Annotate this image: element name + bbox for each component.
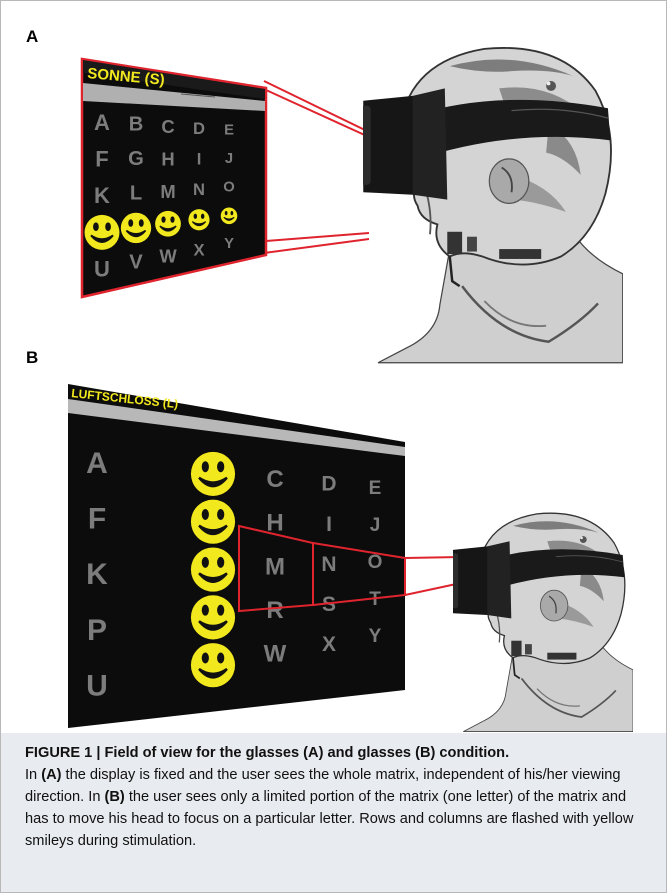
matrix-letter: E bbox=[369, 478, 382, 499]
matrix-letter: V bbox=[129, 251, 143, 273]
matrix-letter: L bbox=[130, 182, 142, 204]
matrix-letter: J bbox=[225, 151, 233, 167]
matrix-letter: E bbox=[224, 123, 234, 139]
caption-text: the display is fixed and the user sees t… bbox=[25, 767, 621, 805]
matrix-letter: M bbox=[265, 553, 285, 580]
matrix-letter: N bbox=[321, 553, 336, 576]
head-with-glasses-a bbox=[363, 46, 623, 364]
matrix-letter: P bbox=[87, 614, 107, 647]
matrix-letter: I bbox=[326, 513, 332, 536]
matrix-letter: K bbox=[94, 183, 110, 208]
view-line-top bbox=[265, 89, 370, 138]
matrix-letter: F bbox=[95, 147, 108, 172]
smiley-icon bbox=[189, 498, 237, 546]
matrix-letter: W bbox=[264, 641, 287, 668]
panel-a-title: SONNE (S) bbox=[87, 65, 166, 89]
matrix-letter: J bbox=[370, 515, 381, 536]
matrix-letter: R bbox=[266, 597, 283, 624]
panel-b-label: B bbox=[26, 348, 39, 367]
letter-grid-b: A C D E F H I J K M N O P R S T U W X Y bbox=[86, 447, 382, 702]
caption-ref-b: (B) bbox=[104, 789, 125, 805]
matrix-letter: Y bbox=[224, 236, 234, 252]
matrix-letter: C bbox=[161, 116, 174, 137]
matrix-letter: M bbox=[160, 181, 175, 202]
smiley-icon bbox=[189, 594, 237, 641]
display-b bbox=[68, 384, 405, 728]
head-with-glasses-b bbox=[453, 512, 633, 733]
matrix-letter: D bbox=[321, 473, 336, 496]
matrix-letter: N bbox=[193, 180, 205, 199]
smiley-icon bbox=[189, 641, 237, 689]
view-line-bottom-2 bbox=[263, 238, 370, 254]
smiley-icon bbox=[119, 211, 153, 244]
matrix-letter: B bbox=[129, 114, 144, 136]
matrix-letter: A bbox=[94, 110, 110, 135]
matrix-letter: Y bbox=[369, 626, 382, 647]
matrix-letter: W bbox=[159, 246, 177, 267]
matrix-letter: O bbox=[368, 552, 383, 573]
smiley-icon bbox=[154, 210, 182, 238]
caption-ref-a: (A) bbox=[41, 767, 62, 783]
matrix-letter: K bbox=[86, 558, 108, 591]
matrix-letter: O bbox=[223, 179, 235, 195]
view-line-b-bottom bbox=[404, 582, 462, 596]
matrix-letter: D bbox=[193, 119, 205, 138]
matrix-letter: G bbox=[128, 148, 144, 170]
caption-text: the user sees only a limited portion of … bbox=[25, 789, 634, 849]
matrix-letter: X bbox=[322, 633, 336, 656]
caption-text: In bbox=[25, 767, 42, 783]
matrix-letter: C bbox=[266, 466, 283, 493]
matrix-letter: S bbox=[322, 593, 336, 616]
matrix-letter: H bbox=[161, 149, 174, 170]
matrix-letter: A bbox=[86, 447, 108, 480]
view-line-top-2 bbox=[263, 80, 370, 133]
figure-caption: FIGURE 1 | Field of view for the glasses… bbox=[1, 733, 666, 892]
matrix-letter: H bbox=[266, 510, 283, 537]
display-a-bar bbox=[83, 83, 265, 111]
matrix-letter: X bbox=[193, 241, 204, 260]
smiley-icon bbox=[189, 546, 237, 593]
matrix-letter: F bbox=[88, 503, 106, 536]
display-b-bar bbox=[68, 399, 405, 456]
smiley-icon bbox=[189, 450, 237, 498]
view-line-bottom bbox=[265, 232, 370, 242]
panel-a-label: A bbox=[26, 27, 39, 46]
matrix-letter: T bbox=[369, 589, 381, 610]
matrix-letter: U bbox=[94, 257, 110, 282]
caption-body: In (A) the display is fixed and the user… bbox=[25, 764, 642, 852]
matrix-letter: I bbox=[197, 150, 202, 169]
matrix-letter: U bbox=[86, 669, 108, 702]
caption-heading: FIGURE 1 | Field of view for the glasses… bbox=[25, 745, 510, 761]
view-line-b-top bbox=[404, 556, 462, 559]
smiley-icon bbox=[187, 208, 211, 231]
smiley-icon bbox=[220, 207, 238, 225]
smiley-icon bbox=[83, 213, 121, 251]
